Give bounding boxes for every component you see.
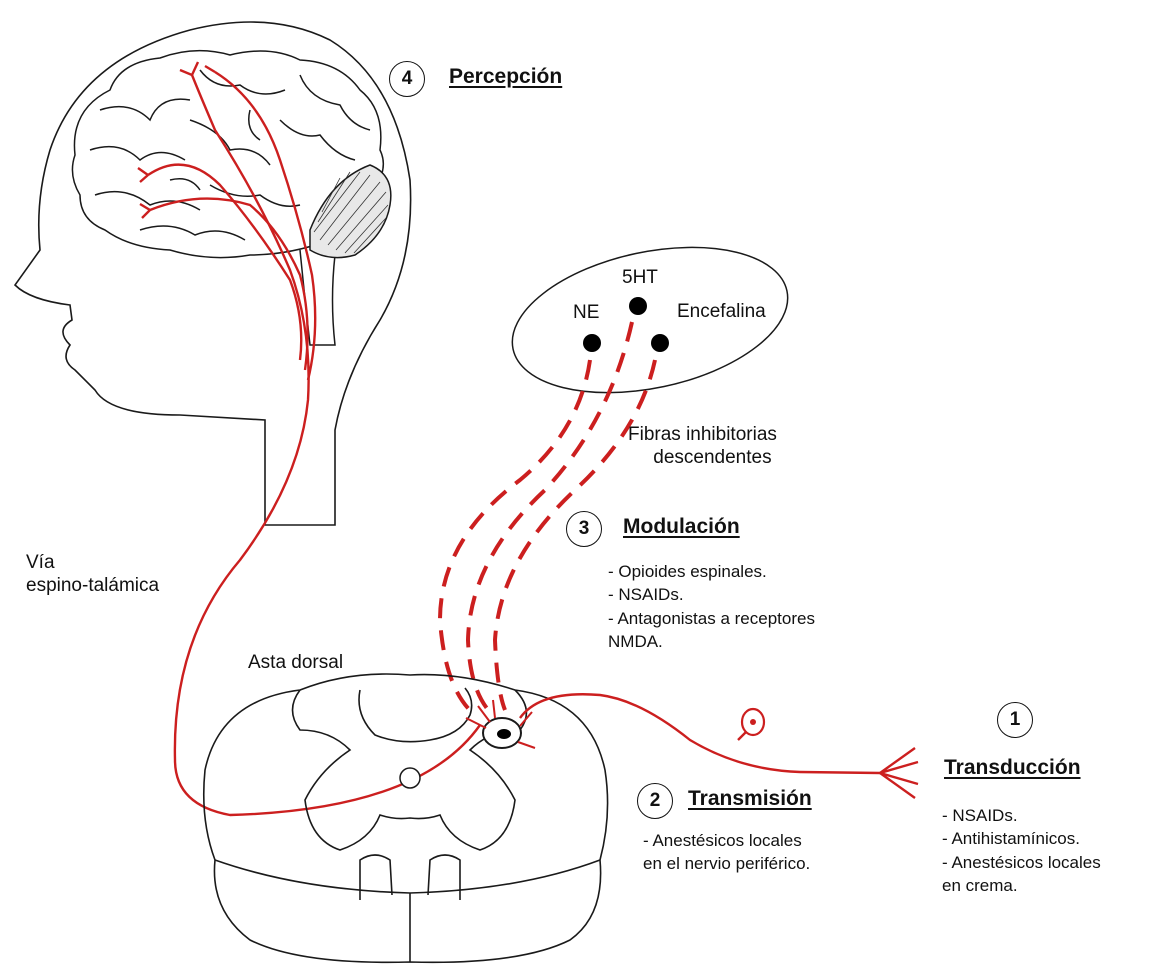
descending-line-2: descendentes bbox=[628, 446, 777, 469]
step-2-item: - Anestésicos locales bbox=[643, 829, 810, 852]
step-3-item: NMDA. bbox=[608, 630, 815, 653]
spinal-cord bbox=[204, 674, 608, 962]
step-3-item: - Opioides espinales. bbox=[608, 560, 815, 583]
peripheral-nerve bbox=[520, 694, 918, 798]
step-2-badge: 2 bbox=[637, 783, 673, 819]
step-3-list: - Opioides espinales. - NSAIDs. - Antago… bbox=[608, 560, 815, 654]
pathway-line-1: Vía bbox=[26, 551, 159, 574]
step-2-item: en el nervio periférico. bbox=[643, 852, 810, 875]
descending-fibers-caption: Fibras inhibitorias descendentes bbox=[628, 423, 777, 469]
step-3-title: Modulación bbox=[623, 514, 740, 540]
step-3-item: - Antagonistas a receptores bbox=[608, 607, 815, 630]
step-2-list: - Anestésicos locales en el nervio perif… bbox=[643, 829, 810, 876]
step-1-badge: 1 bbox=[997, 702, 1033, 738]
central-canal bbox=[400, 768, 420, 788]
ne-dot bbox=[583, 334, 601, 352]
head-outline bbox=[15, 22, 411, 525]
encefalina-dot bbox=[651, 334, 669, 352]
step-1-item: - NSAIDs. bbox=[942, 804, 1101, 827]
label-encefalina: Encefalina bbox=[677, 300, 766, 323]
step-2-title: Transmisión bbox=[688, 786, 812, 812]
label-ne: NE bbox=[573, 301, 599, 324]
pathway-label: Vía espino-talámica bbox=[26, 551, 159, 597]
label-5ht: 5HT bbox=[622, 266, 658, 289]
pathway-line-2: espino-talámica bbox=[26, 574, 159, 597]
step-1-list: - NSAIDs. - Antihistamínicos. - Anestési… bbox=[942, 804, 1101, 898]
5ht-dot bbox=[629, 297, 647, 315]
step-1-item: - Anestésicos locales bbox=[942, 851, 1101, 874]
step-3-badge: 3 bbox=[566, 511, 602, 547]
spinothalamic-pathway bbox=[138, 62, 480, 815]
step-4-badge: 4 bbox=[389, 61, 425, 97]
descending-line-1: Fibras inhibitorias bbox=[628, 423, 777, 446]
step-4-title: Percepción bbox=[449, 64, 562, 90]
step-1-item: en crema. bbox=[942, 874, 1101, 897]
dorsal-horn-label: Asta dorsal bbox=[248, 651, 343, 674]
cerebellum bbox=[310, 165, 391, 258]
step-1-item: - Antihistamínicos. bbox=[942, 827, 1101, 850]
dorsal-horn-neuron bbox=[466, 700, 535, 748]
step-1-title: Transducción bbox=[944, 755, 1081, 781]
step-3-item: - NSAIDs. bbox=[608, 583, 815, 606]
